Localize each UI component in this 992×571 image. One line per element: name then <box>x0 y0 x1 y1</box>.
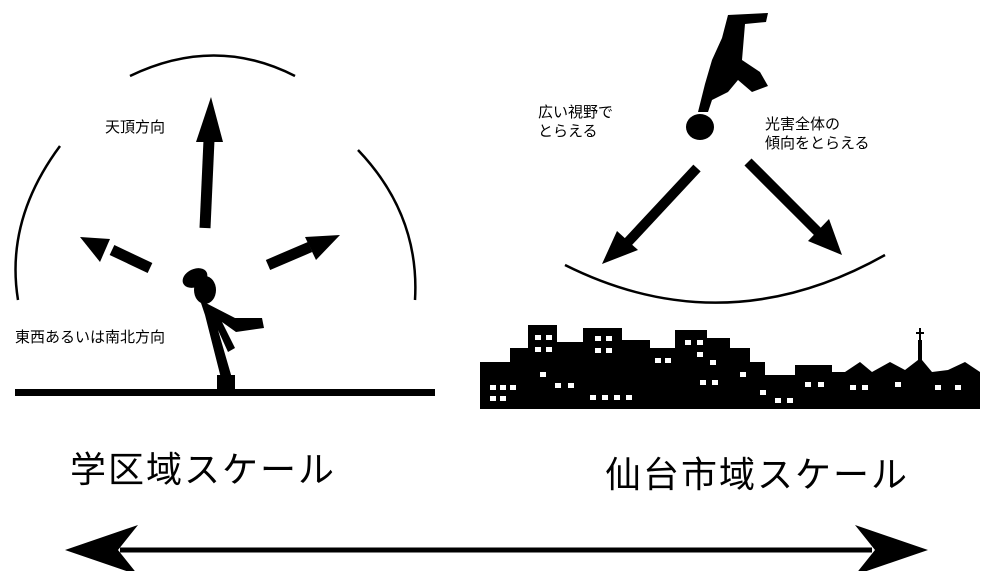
viewing-arc <box>564 253 886 304</box>
skydiver-figure <box>686 13 768 140</box>
horizon-direction-label: 東西あるいは南北方向 <box>15 328 166 346</box>
observer-figure-left <box>182 268 264 390</box>
school-district-scale-label: 学区域スケール <box>70 450 337 491</box>
zenith-direction-label: 天頂方向 <box>105 118 166 136</box>
scale-range-double-arrow <box>65 525 928 571</box>
ground-line <box>15 389 435 396</box>
wide-view-arrow-right <box>744 158 842 255</box>
wide-view-label: 広い視野で とらえる <box>538 103 614 140</box>
zenith-arrow <box>196 97 223 229</box>
city-skyline <box>480 325 980 409</box>
overall-trend-label: 光害全体の 傾向をとらえる <box>765 115 870 152</box>
right-horizon-arrow <box>265 235 340 271</box>
sky-dome-arc <box>14 54 417 301</box>
sendai-city-scale-label: 仙台市域スケール <box>605 455 910 496</box>
left-horizon-arrow <box>80 237 153 273</box>
wide-view-arrow-left <box>602 164 701 264</box>
